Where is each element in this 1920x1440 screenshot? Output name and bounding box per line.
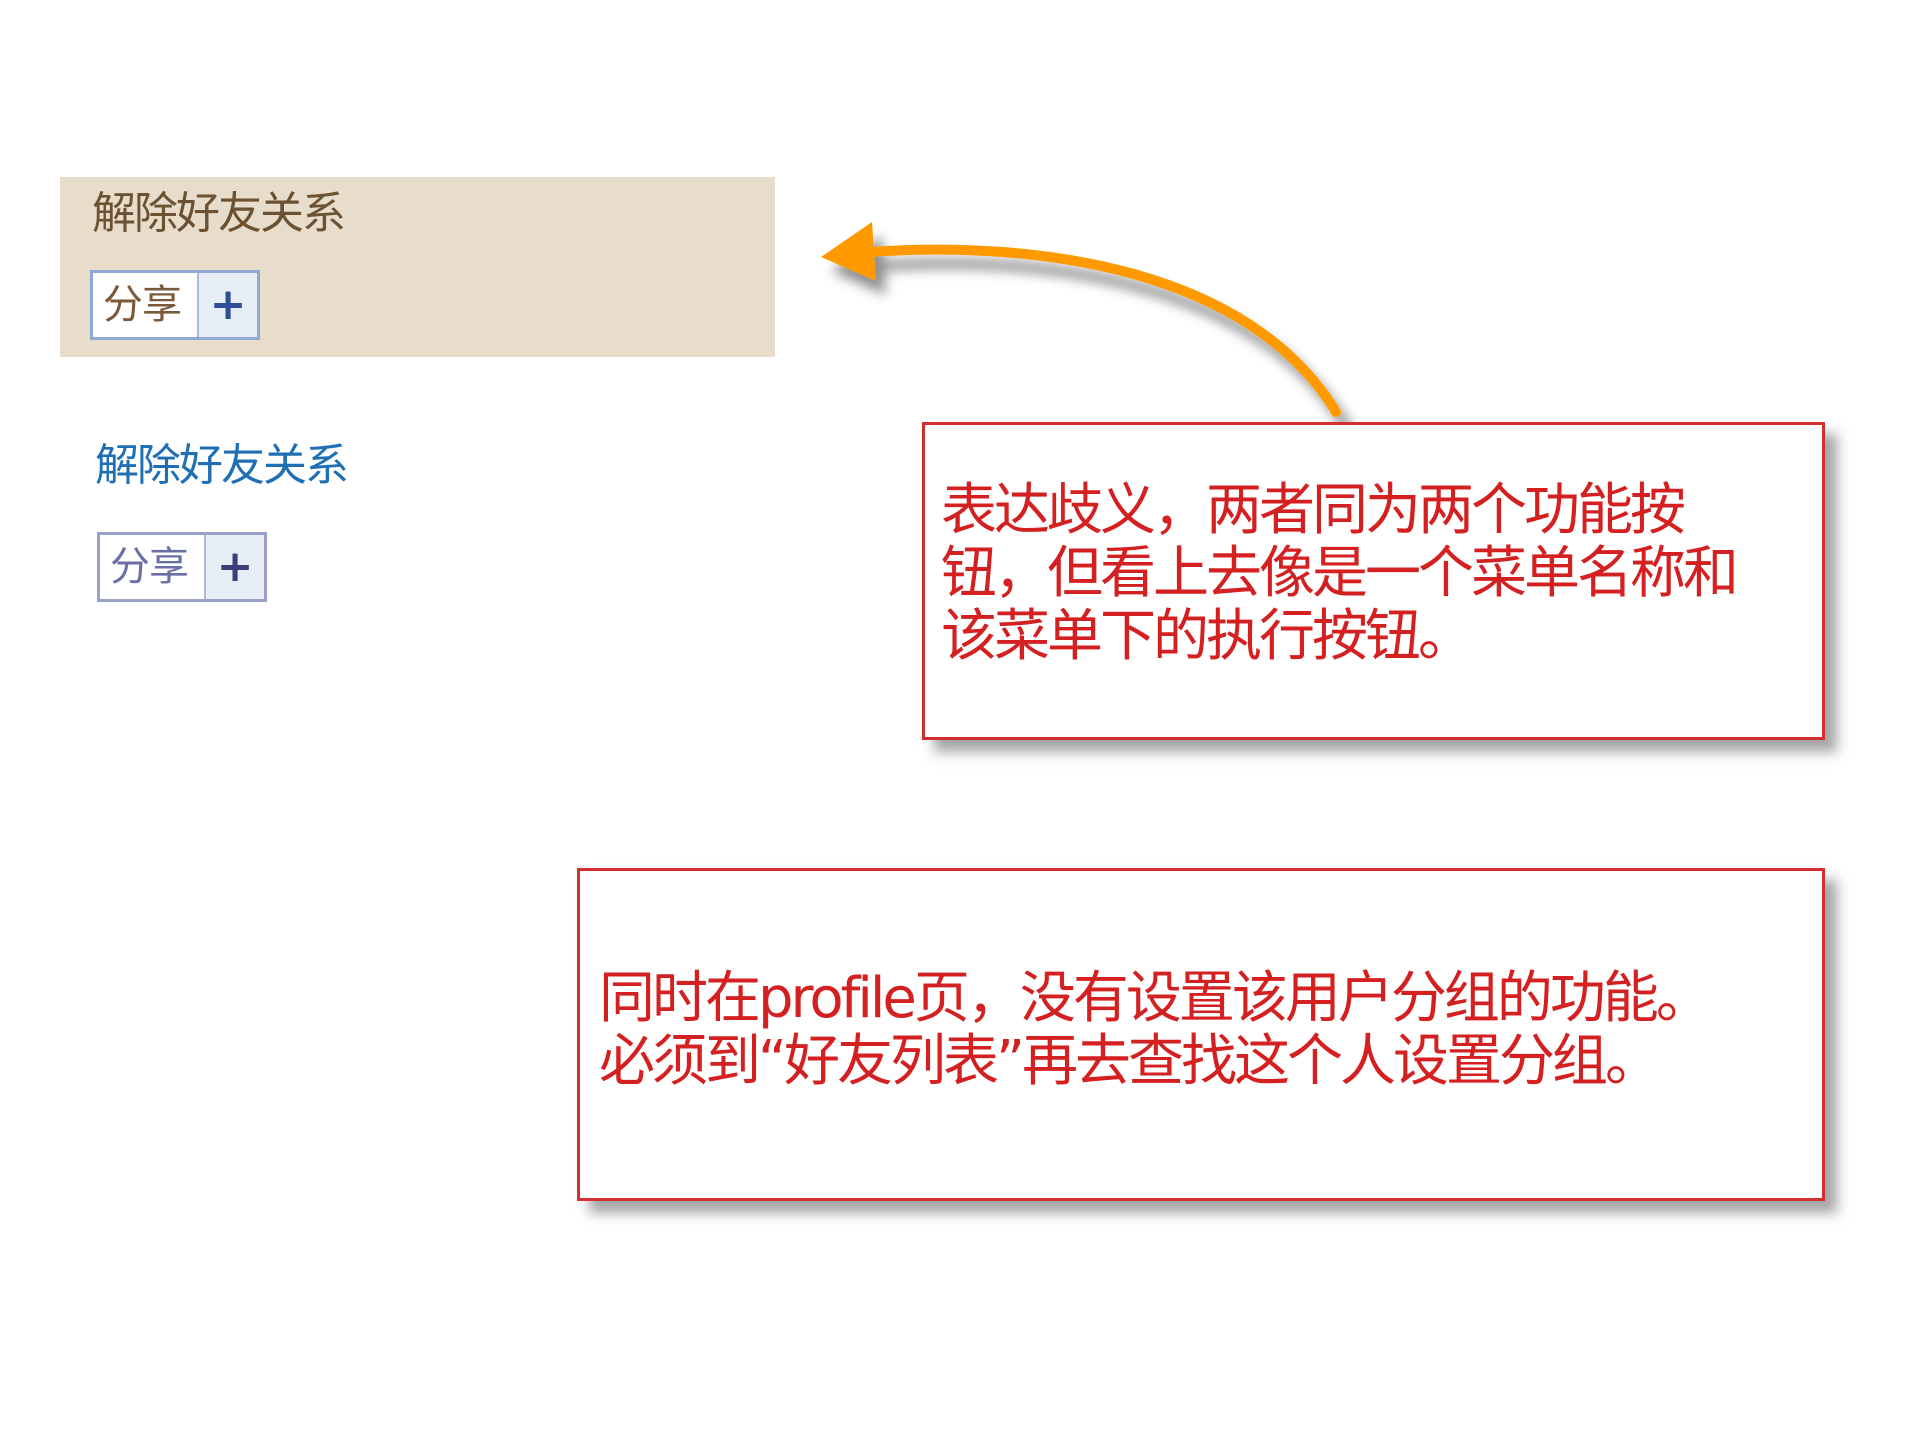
annotation-box-grouping: 同时在profile页，没有设置该用户分组的功能。 必须到“好友列表”再去查找这…	[577, 868, 1825, 1201]
annotation-line: 表达歧义，两者同为两个功能按	[941, 478, 1686, 543]
annotation-box-ambiguity: 表达歧义，两者同为两个功能按 钮，但看上去像是一个菜单名称和 该菜单下的执行按钮…	[922, 422, 1825, 740]
annotation-line: 必须到“好友列表”再去查找这个人设置分组。	[599, 1029, 1661, 1094]
annotation-line: 钮，但看上去像是一个菜单名称和	[941, 541, 1739, 606]
friend-actions-panel-beige: 解除好友关系 分享 +	[60, 177, 775, 357]
share-label: 分享	[100, 535, 206, 599]
unfriend-link-blue[interactable]: 解除好友关系	[95, 440, 349, 491]
annotation-line: 同时在profile页，没有设置该用户分组的功能。	[599, 966, 1712, 1031]
share-button-blue[interactable]: 分享 +	[97, 532, 267, 602]
plus-icon[interactable]: +	[206, 535, 264, 599]
annotation-line: 该菜单下的执行按钮。	[941, 604, 1474, 669]
share-label: 分享	[93, 273, 199, 337]
share-button-brown[interactable]: 分享 +	[90, 270, 260, 340]
plus-icon[interactable]: +	[199, 273, 257, 337]
unfriend-link-brown[interactable]: 解除好友关系	[92, 188, 346, 239]
